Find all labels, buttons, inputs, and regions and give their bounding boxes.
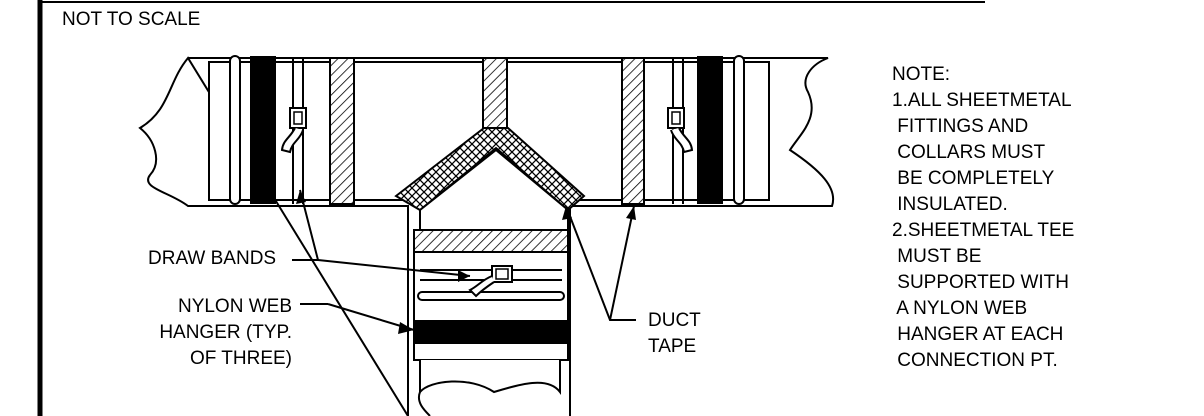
arrow-branch-band bbox=[458, 270, 470, 282]
note-line: INSULATED. bbox=[892, 194, 1008, 215]
nylon-hanger-branch bbox=[414, 320, 568, 344]
buckle-right bbox=[667, 107, 694, 154]
note-line: CONNECTION PT. bbox=[892, 350, 1058, 371]
arrow-duct-tape-left bbox=[562, 206, 572, 220]
arrow-draw-bands bbox=[296, 190, 306, 204]
tape-band-top bbox=[482, 57, 508, 129]
leader-duct-tape bbox=[565, 205, 636, 321]
leader-draw-bands-b bbox=[317, 259, 471, 277]
branch-tape-band bbox=[413, 229, 569, 253]
nylon-hanger-label-3: OF THREE) bbox=[189, 348, 292, 369]
note-line: BE COMPLETELY bbox=[892, 168, 1055, 189]
note-line: HANGER AT EACH bbox=[892, 324, 1064, 345]
note-line: A NYLON WEB bbox=[892, 298, 1028, 319]
buckle-left bbox=[280, 107, 307, 154]
nylon-hanger-label-1: NYLON WEB bbox=[177, 296, 292, 317]
scale-note: NOT TO SCALE bbox=[62, 9, 201, 30]
buckle-branch bbox=[468, 265, 513, 298]
branch-flex-end bbox=[419, 360, 561, 395]
note-line: 1.ALL SHEETMETAL bbox=[892, 90, 1072, 111]
tape-band-left bbox=[329, 57, 355, 205]
branch-flex-wave bbox=[418, 391, 431, 416]
nylon-hanger-right bbox=[697, 56, 723, 204]
note-line: 2.SHEETMETAL TEE bbox=[892, 220, 1075, 241]
notes-block: NOTE: 1.ALL SHEETMETAL FITTINGS AND COLL… bbox=[892, 64, 1197, 416]
branch-sheetmetal bbox=[419, 148, 569, 231]
nylon-hanger-label-2: HANGER (TYP. bbox=[159, 322, 292, 343]
arrow-hanger bbox=[398, 322, 414, 334]
branch-collar-ring bbox=[417, 291, 565, 301]
nylon-hanger-left bbox=[250, 56, 276, 204]
duct-tape-label-1: DUCT bbox=[648, 310, 701, 331]
notes-heading: NOTE: bbox=[892, 64, 951, 85]
arrow-duct-tape-right bbox=[626, 206, 636, 220]
draw-bands-label: DRAW BANDS bbox=[148, 248, 277, 269]
note-line: MUST BE bbox=[892, 246, 982, 267]
left-collar-ring bbox=[229, 55, 241, 205]
right-collar-ring bbox=[733, 55, 745, 205]
note-line: FITTINGS AND bbox=[892, 116, 1029, 137]
note-line: COLLARS MUST bbox=[892, 142, 1046, 163]
tape-band-right bbox=[621, 57, 645, 205]
leader-duct-tape-b bbox=[609, 205, 635, 321]
duct-tape-label-2: TAPE bbox=[648, 336, 697, 357]
note-line: SUPPORTED WITH bbox=[892, 272, 1069, 293]
